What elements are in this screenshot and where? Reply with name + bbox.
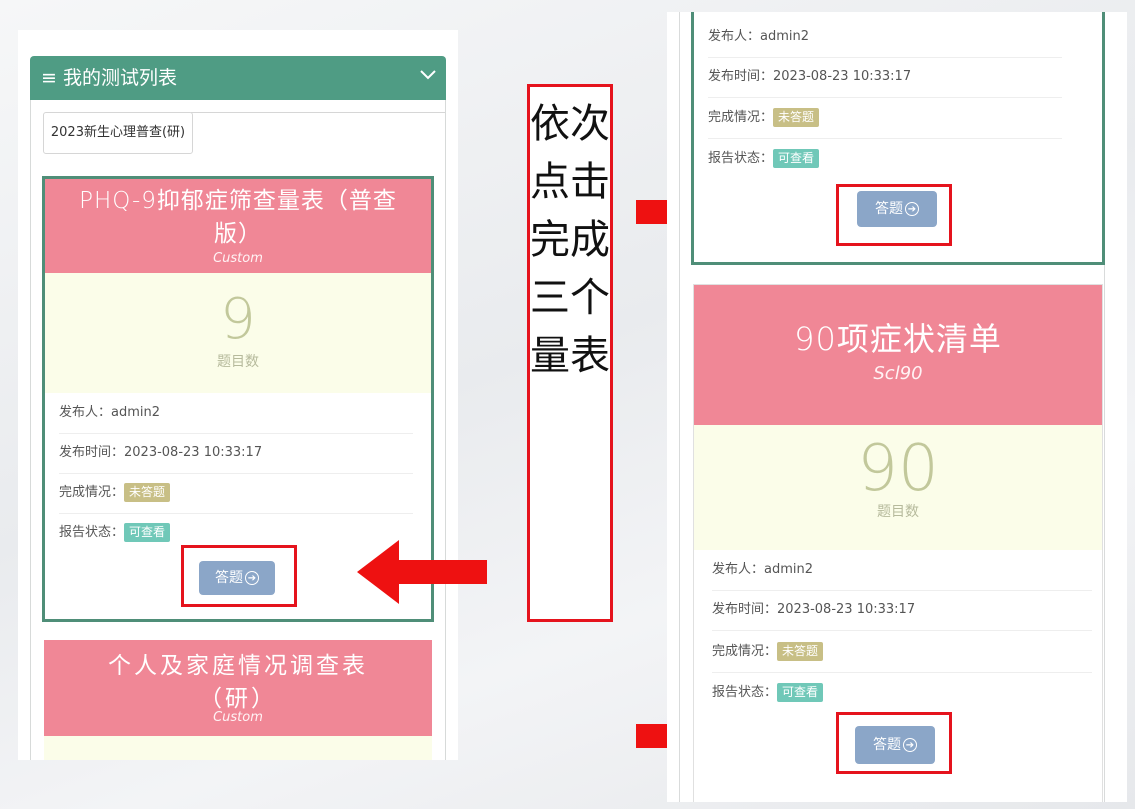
report-label: 报告状态： [712, 685, 778, 700]
question-count-label: 题目数 [877, 504, 919, 520]
completion-label: 完成情况： [59, 485, 125, 500]
publish-time-row: 发布时间：2023-08-23 10:33:17 [59, 433, 413, 474]
publisher-row: 发布人：admin2 [708, 17, 1062, 58]
test-card-previous: 发布人：admin2 发布时间：2023-08-23 10:33:17 完成情况… [691, 12, 1105, 265]
tab-2023-survey[interactable]: 2023新生心理普查(研) [43, 112, 193, 154]
report-label: 报告状态： [708, 151, 774, 166]
report-row: 报告状态：可查看 [712, 673, 1092, 713]
circle-arrow-right-icon: ➔ [245, 571, 259, 585]
question-count-area: 9 题目数 [45, 273, 431, 393]
test-list-body: 2023新生心理普查(研) [30, 100, 446, 760]
publisher-value: admin2 [764, 562, 814, 577]
question-count-area: 90 题目数 [694, 425, 1102, 550]
publisher-label: 发布人： [708, 29, 761, 44]
question-count: 90 [857, 432, 939, 506]
publisher-value: admin2 [111, 405, 161, 420]
page-title: 我的测试列表 [63, 67, 178, 89]
answer-button[interactable]: 答题➔ [857, 191, 937, 227]
report-label: 报告状态： [59, 525, 125, 540]
report-row: 报告状态：可查看 [708, 139, 1062, 179]
completion-label: 完成情况： [712, 644, 778, 659]
circle-arrow-right-icon: ➔ [903, 738, 917, 752]
highlight-box-right-answer-2 [836, 712, 952, 774]
answer-button-label: 答题 [875, 201, 903, 217]
card-title: PHQ-9抑郁症筛查量表（普查版） [79, 188, 397, 247]
card-title: 个人及家庭情况调查表（研） [108, 653, 368, 712]
publish-time-value: 2023-08-23 10:33:17 [124, 445, 263, 460]
right-panel-frame [679, 12, 1105, 802]
card-header: 个人及家庭情况调查表（研） Custom [44, 640, 432, 736]
highlight-box-left-answer [181, 545, 297, 607]
answer-button-label: 答题 [215, 570, 243, 586]
instruction-box: 依次点击完成三个量表 [527, 84, 613, 622]
card-subtitle: Custom [213, 710, 263, 725]
card-subtitle: Scl90 [873, 363, 923, 384]
question-count-label: 题目数 [217, 354, 259, 370]
report-badge: 可查看 [124, 523, 171, 542]
report-row: 报告状态：可查看 [59, 513, 413, 553]
publisher-label: 发布人： [59, 405, 112, 420]
card-subtitle: Custom [213, 251, 263, 266]
card-title: 90项症状清单 [794, 320, 1002, 358]
publisher-row: 发布人：admin2 [59, 393, 413, 434]
right-screenshot-panel: 发布人：admin2 发布时间：2023-08-23 10:33:17 完成情况… [667, 12, 1127, 802]
publisher-value: admin2 [760, 29, 810, 44]
answer-button-label: 答题 [873, 737, 901, 753]
report-badge: 可查看 [773, 149, 820, 168]
status-badge: 未答题 [773, 108, 820, 127]
highlight-box-right-answer-1 [836, 184, 952, 246]
publish-time-row: 发布时间：2023-08-23 10:33:17 [708, 57, 1062, 98]
arrow-left-icon [357, 540, 487, 604]
question-count-area [44, 736, 432, 760]
answer-button[interactable]: 答题➔ [855, 726, 935, 764]
answer-button[interactable]: 答题➔ [199, 561, 275, 595]
instruction-text: 依次点击完成三个量表 [530, 101, 610, 379]
menu-icon: ≡ [41, 67, 57, 89]
circle-arrow-right-icon: ➔ [905, 202, 919, 216]
status-badge: 未答题 [777, 642, 824, 661]
completion-label: 完成情况： [708, 110, 774, 125]
chevron-down-icon[interactable] [420, 70, 436, 80]
question-count: 9 [220, 287, 256, 352]
status-badge: 未答题 [124, 483, 171, 502]
completion-row: 完成情况：未答题 [59, 473, 413, 514]
publish-time-value: 2023-08-23 10:33:17 [777, 602, 916, 617]
tab-strip-line [191, 112, 445, 153]
card-header: PHQ-9抑郁症筛查量表（普查版） Custom [45, 179, 431, 273]
completion-row: 完成情况：未答题 [712, 632, 1092, 673]
test-list-header[interactable]: ≡ 我的测试列表 [30, 56, 446, 100]
publish-time-label: 发布时间： [708, 69, 774, 84]
publish-time-label: 发布时间： [712, 602, 778, 617]
publisher-label: 发布人： [712, 562, 765, 577]
test-card-family-survey: 个人及家庭情况调查表（研） Custom [44, 640, 432, 760]
card-header: 90项症状清单 Scl90 [694, 285, 1102, 425]
test-card-scl90: 90项症状清单 Scl90 90 题目数 发布人：admin2 发布时间：202… [693, 284, 1103, 802]
left-screenshot-panel: ≡ 我的测试列表 2023新生心理普查(研) PHQ-9抑郁症筛查量表（普查版）… [18, 30, 458, 760]
completion-row: 完成情况：未答题 [708, 98, 1062, 139]
publish-time-row: 发布时间：2023-08-23 10:33:17 [712, 590, 1092, 631]
publisher-row: 发布人：admin2 [712, 550, 1092, 591]
report-badge: 可查看 [777, 683, 824, 702]
publish-time-label: 发布时间： [59, 445, 125, 460]
publish-time-value: 2023-08-23 10:33:17 [773, 69, 912, 84]
